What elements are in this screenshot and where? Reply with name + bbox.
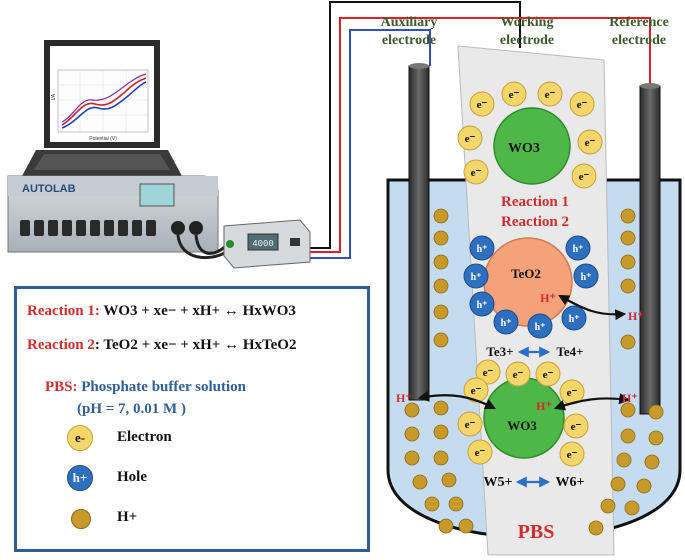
pbs-label: PBS (518, 521, 555, 543)
svg-text:H⁺: H⁺ (540, 291, 556, 305)
svg-text:e⁻: e⁻ (577, 99, 588, 111)
svg-text:h⁺: h⁺ (535, 322, 546, 333)
reaction2-label: Reaction 2 (501, 214, 569, 230)
teo2-label: TeO2 (511, 266, 541, 281)
svg-text:h⁺: h⁺ (581, 272, 592, 283)
svg-text:e⁻: e⁻ (471, 167, 482, 179)
te4-label: Te4+ (556, 344, 583, 359)
connection-wires (296, 1, 651, 259)
plot-x-label: Potential (V) (89, 136, 117, 142)
svg-text:e⁻: e⁻ (477, 99, 488, 111)
reaction1-label: Reaction 1 (501, 194, 569, 210)
electron-legend-label: Electron (117, 429, 172, 445)
pbs-key: PBS: (45, 379, 78, 395)
reaction2-equation: Reaction 2: TeO2 + xe− + xH+ ↔ HxTeO2 (27, 337, 296, 354)
wo3-label-bottom: WO3 (507, 418, 537, 433)
reaction1-equation: Reaction 1: WO3 + xe− + xH+ ↔ HxWO3 (27, 303, 296, 320)
svg-text:h⁺: h⁺ (477, 300, 488, 311)
wire-red (296, 17, 651, 253)
wo3-particle-top: WO3 e⁻ e⁻ e⁻ e⁻ e⁻ e⁻ e⁻ e⁻ (457, 81, 603, 189)
hole-legend-icon: h+ (67, 465, 93, 491)
w6-label: W6+ (556, 475, 585, 490)
arrow-h-left (417, 390, 496, 409)
reaction2-name: Reaction 2 (27, 337, 95, 353)
pbs-condition: (pH = 7, 0.01 M ) (77, 401, 186, 417)
svg-text:e⁻: e⁻ (567, 449, 578, 461)
wo3-label-top: WO3 (508, 141, 540, 156)
plot-y-label: I/A (51, 93, 57, 100)
auxiliary-electrode-rod (408, 65, 430, 401)
arrow-h-right (553, 393, 631, 411)
svg-text:e⁻: e⁻ (465, 133, 476, 145)
reference-electrode-rod (639, 85, 661, 415)
proton-legend-icon (71, 509, 91, 529)
autolab-potentiostat: AUTOLAB (7, 175, 227, 260)
electron-legend-icon: e- (67, 425, 93, 451)
laptop: Potential (V) I/A (22, 40, 182, 176)
svg-text:e⁻: e⁻ (545, 89, 556, 101)
svg-text:H⁺: H⁺ (622, 391, 638, 405)
autolab-brand: AUTOLAB (22, 183, 76, 195)
hole-legend-label: Hole (117, 469, 147, 485)
svg-text:e⁻: e⁻ (509, 89, 520, 101)
svg-text:h⁺: h⁺ (477, 244, 488, 255)
meter-module: 4000 (223, 219, 311, 269)
svg-text:e⁻: e⁻ (465, 419, 476, 431)
legend-panel: Reaction 1: WO3 + xe− + xH+ ↔ HxWO3 Reac… (14, 286, 370, 552)
proton-legend-label: H+ (117, 509, 138, 525)
svg-text:e⁻: e⁻ (471, 385, 482, 397)
svg-text:e⁻: e⁻ (483, 367, 494, 379)
arrow-h-teo2 (558, 294, 627, 321)
pbs-description: PBS: Phosphate buffer solution (45, 379, 246, 396)
te3-label: Te3+ (486, 344, 513, 359)
svg-text:e⁻: e⁻ (475, 447, 486, 459)
svg-text:e⁻: e⁻ (579, 171, 590, 183)
w5-label: W5+ (484, 475, 513, 490)
svg-text:H⁺: H⁺ (628, 309, 644, 323)
svg-text:e⁻: e⁻ (513, 369, 524, 381)
svg-text:h⁺: h⁺ (573, 244, 584, 255)
reaction1-formula: WO3 + xe− + xH+ ↔ HxWO3 (103, 303, 296, 319)
svg-text:e⁻: e⁻ (585, 137, 596, 149)
reaction2-formula: : TeO2 + xe− + xH+ ↔ HxTeO2 (94, 337, 297, 353)
svg-text:h⁺: h⁺ (471, 272, 482, 283)
pbs-name: Phosphate buffer solution (77, 379, 247, 395)
svg-text:e⁻: e⁻ (567, 387, 578, 399)
svg-text:e⁻: e⁻ (571, 421, 582, 433)
svg-text:h⁺: h⁺ (569, 314, 580, 325)
svg-text:e⁻: e⁻ (543, 369, 554, 381)
svg-text:h⁺: h⁺ (501, 318, 512, 329)
reaction1-name: Reaction 1: (27, 303, 100, 319)
wire-blue (296, 29, 431, 259)
meter-display-value: 4000 (252, 239, 274, 249)
svg-text:H⁺: H⁺ (536, 399, 552, 413)
svg-text:H⁺: H⁺ (396, 391, 412, 405)
